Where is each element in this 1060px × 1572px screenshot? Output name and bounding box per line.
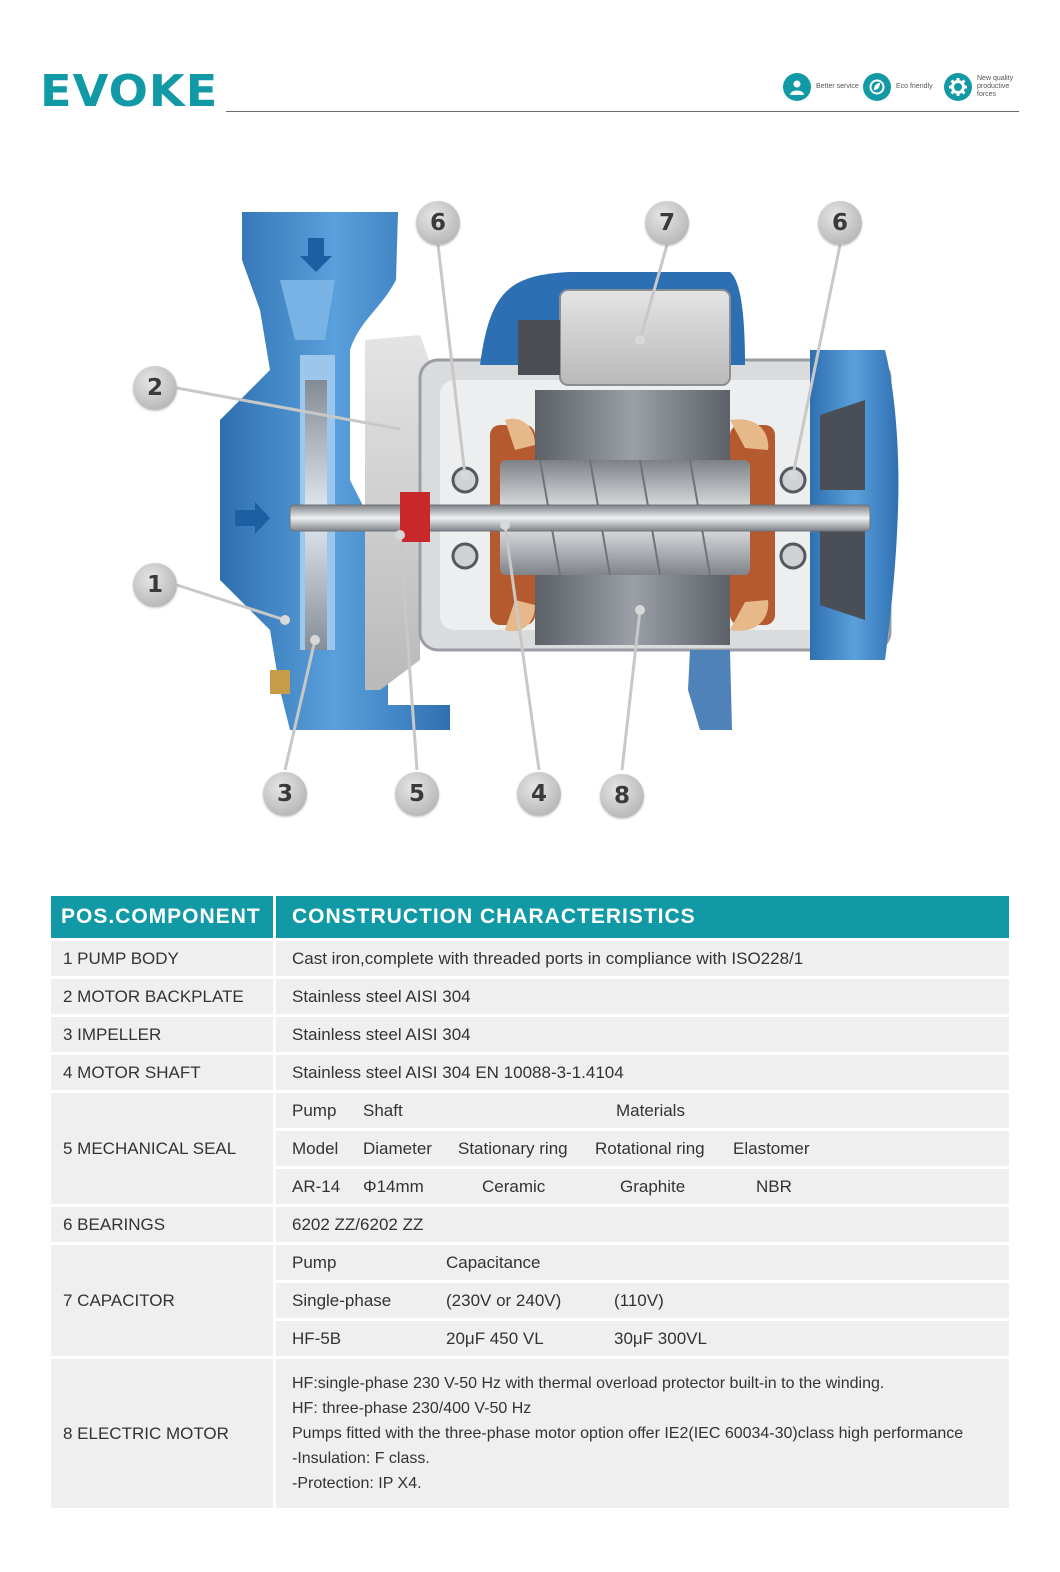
- table-row: 1 PUMP BODY Cast iron,complete with thre…: [51, 938, 1009, 978]
- table-row: 8 ELECTRIC MOTOR HF:single-phase 230 V-5…: [51, 1356, 1009, 1508]
- seal-head-model: Model: [292, 1138, 339, 1158]
- brand-logo: EVOKE: [40, 66, 219, 117]
- value-cell: Pump Capacitance: [274, 1242, 1009, 1282]
- eco-leaf-icon: [863, 73, 891, 101]
- table-row: HF-5B 20μF 450 VL 30μF 300VL: [51, 1318, 1009, 1358]
- seal-head-shaft: Shaft: [363, 1100, 403, 1120]
- cap-value-230: 20μF 450 VL: [446, 1328, 544, 1348]
- seal-head-stationary: Stationary ring: [458, 1138, 568, 1158]
- cap-value-110: 30μF 300VL: [614, 1328, 707, 1348]
- gear-icon: [944, 73, 972, 101]
- header-component: POS.COMPONENT: [51, 896, 276, 940]
- value-cell: Cast iron,complete with threaded ports i…: [274, 938, 1009, 978]
- cap-phase: Single-phase: [292, 1290, 392, 1310]
- callout-5: 5: [395, 772, 439, 816]
- component-cell: 8 ELECTRIC MOTOR: [51, 1356, 276, 1508]
- seal-head-rotational: Rotational ring: [595, 1138, 705, 1158]
- pump-illustration: [176, 212, 899, 771]
- component-cell: 4 MOTOR SHAFT: [51, 1052, 276, 1092]
- cap-model: HF-5B: [292, 1328, 342, 1348]
- motor-line: -Insulation: F class.: [292, 1450, 430, 1467]
- motor-line: HF:single-phase 230 V-50 Hz with thermal…: [292, 1375, 885, 1392]
- value-cell: HF-5B 20μF 450 VL 30μF 300VL: [274, 1318, 1009, 1358]
- value-cell: HF:single-phase 230 V-50 Hz with thermal…: [274, 1356, 1009, 1508]
- motor-line: Pumps fitted with the three-phase motor …: [292, 1425, 964, 1442]
- badge-better-service: Better service: [783, 72, 864, 102]
- callout-2: 2: [133, 366, 177, 410]
- header-characteristics: CONSTRUCTION CHARACTERISTICS: [274, 896, 1009, 940]
- table-row: 4 MOTOR SHAFT Stainless steel AISI 304 E…: [51, 1052, 1009, 1092]
- component-cell: 7 CAPACITOR: [51, 1242, 276, 1358]
- value-cell: Stainless steel AISI 304 EN 10088-3-1.41…: [274, 1052, 1009, 1092]
- seal-head-diameter: Diameter: [363, 1138, 432, 1158]
- value-cell: Stainless steel AISI 304: [274, 976, 1009, 1016]
- seal-head-elastomer: Elastomer: [733, 1138, 810, 1158]
- callout-7: 7: [645, 201, 689, 245]
- table-row: Model Diameter Stationary ring Rotationa…: [51, 1128, 1009, 1168]
- callout-4: 4: [517, 772, 561, 816]
- page-header: EVOKE Better service Eco friendly New qu…: [0, 0, 1060, 130]
- callout-3: 3: [263, 772, 307, 816]
- component-cell: 2 MOTOR BACKPLATE: [51, 976, 276, 1016]
- callout-8: 8: [600, 774, 644, 818]
- table-row: 5 MECHANICAL SEAL Pump Shaft Materials: [51, 1090, 1009, 1206]
- seal-model: AR-14: [292, 1176, 341, 1196]
- callout-6-right: 6: [818, 201, 862, 245]
- table-row: 3 IMPELLER Stainless steel AISI 304: [51, 1014, 1009, 1054]
- callout-6-left: 6: [416, 201, 460, 245]
- table-row: Single-phase (230V or 240V) (110V): [51, 1280, 1009, 1320]
- person-headset-icon: [783, 73, 811, 101]
- table-row: 2 MOTOR BACKPLATE Stainless steel AISI 3…: [51, 976, 1009, 1016]
- badge-text: New quality productive forces: [977, 75, 1014, 98]
- badge-new-quality: New quality productive forces: [944, 72, 1025, 102]
- seal-diameter: Φ14mm: [363, 1176, 424, 1196]
- cap-voltage-110: (110V): [614, 1290, 664, 1310]
- callout-1: 1: [133, 563, 177, 607]
- table-row: 6 BEARINGS 6202 ZZ/6202 ZZ: [51, 1204, 1009, 1244]
- motor-line: -Protection: IP X4.: [292, 1475, 422, 1492]
- seal-head-pump: Pump: [292, 1100, 337, 1120]
- seal-stationary: Ceramic: [482, 1176, 546, 1196]
- value-cell: Single-phase (230V or 240V) (110V): [274, 1280, 1009, 1320]
- component-cell: 6 BEARINGS: [51, 1204, 276, 1244]
- table-header-row: POS.COMPONENT CONSTRUCTION CHARACTERISTI…: [51, 896, 1009, 940]
- motor-line: HF: three-phase 230/400 V-50 Hz: [292, 1400, 532, 1417]
- seal-rotational: Graphite: [620, 1176, 686, 1196]
- value-cell: Model Diameter Stationary ring Rotationa…: [274, 1128, 1009, 1168]
- cap-head-capacitance: Capacitance: [446, 1252, 541, 1272]
- value-cell: 6202 ZZ/6202 ZZ: [274, 1204, 1009, 1244]
- value-cell: AR-14 Φ14mm Ceramic Graphite NBR: [274, 1166, 1009, 1206]
- value-cell: Stainless steel AISI 304: [274, 1014, 1009, 1054]
- seal-elastomer: NBR: [756, 1176, 792, 1196]
- header-divider: [226, 111, 1019, 112]
- value-cell: Pump Shaft Materials: [274, 1090, 1009, 1130]
- badge-text: Better service: [816, 83, 859, 90]
- component-cell: 1 PUMP BODY: [51, 938, 276, 978]
- seal-head-materials: Materials: [616, 1100, 685, 1120]
- table-row: 7 CAPACITOR Pump Capacitance: [51, 1242, 1009, 1358]
- cap-head-pump: Pump: [292, 1252, 337, 1272]
- construction-table: POS.COMPONENT CONSTRUCTION CHARACTERISTI…: [51, 896, 1009, 1508]
- table-row: AR-14 Φ14mm Ceramic Graphite NBR: [51, 1166, 1009, 1206]
- component-cell: 5 MECHANICAL SEAL: [51, 1090, 276, 1206]
- component-cell: 3 IMPELLER: [51, 1014, 276, 1054]
- pump-cutaway-diagram: 6 7 6 2 1 3 5 4 8: [120, 190, 920, 830]
- cap-voltage-230: (230V or 240V): [446, 1290, 562, 1310]
- badge-text: Eco friendly: [896, 83, 933, 90]
- badge-eco-friendly: Eco friendly: [863, 72, 944, 102]
